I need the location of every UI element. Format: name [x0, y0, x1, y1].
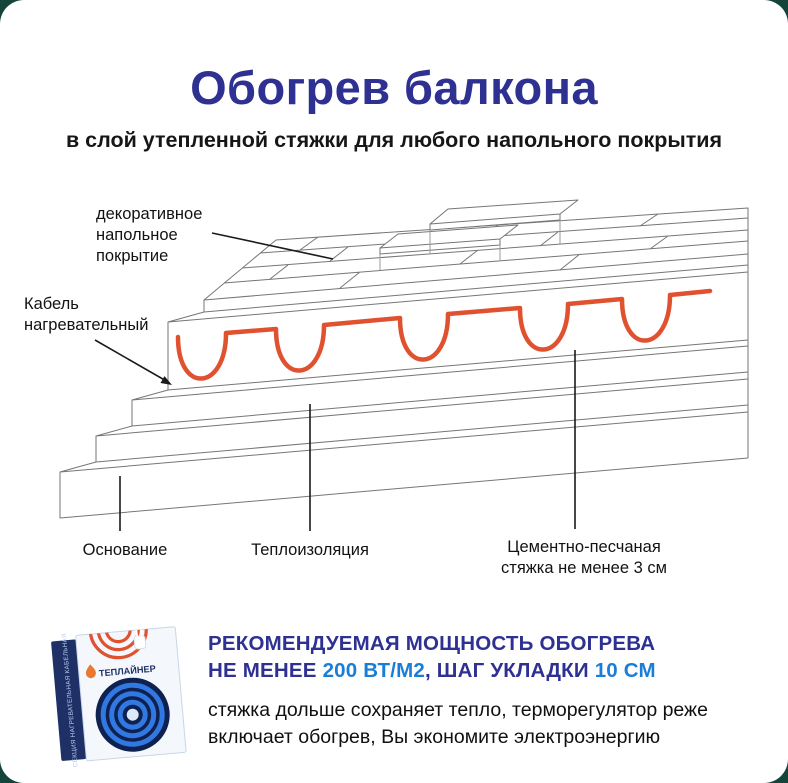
heading-line2-middle: , ШАГ УКЛАДКИ — [425, 659, 595, 683]
recommendation-body: стяжка дольше сохраняет тепло, терморегу… — [208, 697, 708, 751]
body-line1: стяжка дольше сохраняет тепло, терморегу… — [208, 698, 708, 721]
label-screed: Цементно-песчаная стяжка не менее 3 см — [501, 538, 667, 577]
plug-icon — [133, 629, 147, 650]
heating-cable-path — [175, 288, 713, 381]
page-subtitle: в слой утепленной стяжки для любого напо… — [65, 128, 723, 152]
cable-arrowhead-icon — [160, 376, 172, 385]
label-insulation: Теплоизоляция — [251, 541, 369, 559]
body-line2: включает обогрев, Вы экономите электроэн… — [208, 725, 661, 748]
leader-floor-covering — [211, 232, 334, 260]
step-value: 10 СМ — [594, 659, 656, 683]
brand-flame-icon — [85, 664, 96, 679]
label-base: Основание — [82, 541, 168, 559]
box-side-panel — [51, 639, 87, 761]
brand-name: ТЕПЛАЙНЕР — [98, 663, 156, 679]
product-box-image: СЕКЦИЯ НАГРЕВАТЕЛЬНАЯ КАБЕЛЬНАЯ ТЕПЛАЙНЕ… — [51, 626, 187, 767]
leader-lines — [94, 232, 576, 531]
footer-section: СЕКЦИЯ НАГРЕВАТЕЛЬНАЯ КАБЕЛЬНАЯ ТЕПЛАЙНЕ… — [44, 616, 764, 770]
cable-window-icon — [95, 677, 170, 752]
leader-cable — [94, 339, 169, 383]
recommendation-heading: РЕКОМЕНДУЕМАЯ МОЩНОСТЬ ОБОГРЕВА НЕ МЕНЕЕ… — [208, 630, 708, 685]
power-value: 200 ВТ/М2 — [322, 659, 425, 683]
heading-line1: РЕКОМЕНДУЕМАЯ МОЩНОСТЬ ОБОГРЕВА — [208, 632, 656, 655]
page-title: Обогрев балкона — [190, 61, 598, 114]
label-heating-cable: Кабель нагревательный — [24, 295, 149, 334]
label-floor-covering: декоративное напольное покрытие — [96, 205, 203, 265]
recommendation-text: РЕКОМЕНДУЕМАЯ МОЩНОСТЬ ОБОГРЕВА НЕ МЕНЕЕ… — [208, 616, 708, 751]
floor-slabs — [59, 207, 749, 519]
heading-line2-prefix: НЕ МЕНЕЕ — [208, 659, 323, 683]
lifted-plank-guides — [379, 220, 561, 270]
